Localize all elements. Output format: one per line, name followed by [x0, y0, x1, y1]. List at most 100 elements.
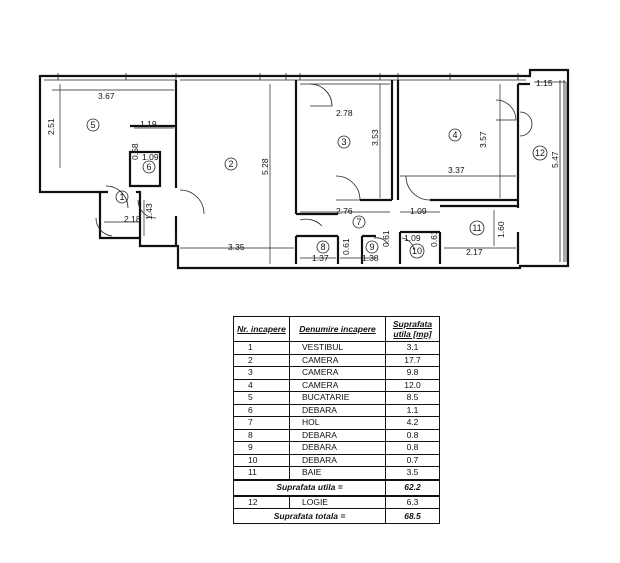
cell-name: VESTIBUL	[289, 341, 386, 355]
cell-area: 17.7	[385, 353, 440, 367]
dim-1.38: 1.38	[362, 253, 379, 263]
loggia-row: 12 LOGIE 6.3	[233, 494, 440, 509]
dimension-lines	[52, 81, 567, 264]
cell-nr: 5	[233, 391, 290, 405]
header-name: Denumire incapere	[289, 316, 386, 342]
cell-area: 9.8	[385, 366, 440, 380]
room-number-10: 10	[412, 246, 422, 256]
room-number-7: 7	[356, 217, 361, 227]
cell-area: 0.7	[385, 453, 440, 467]
interior-walls	[100, 80, 530, 264]
room-number-2: 2	[228, 159, 233, 169]
dim-1.09-debara6: 1.09	[142, 152, 159, 162]
cell-area: 3.5	[385, 466, 440, 480]
cell-name: BAIE	[289, 466, 386, 480]
dim-3.37: 3.37	[448, 165, 465, 175]
cell-nr: 9	[233, 441, 290, 455]
dim-0.61-debara9: 0.61	[381, 230, 391, 247]
cell-nr: 6	[233, 403, 290, 417]
cell-area: 0.8	[385, 441, 440, 455]
room-number-6: 6	[146, 162, 151, 172]
cell-name: DEBARA	[289, 441, 386, 455]
cell-nr: 8	[233, 428, 290, 442]
table-header-row: Nr. incapere Denumire incapere Suprafata…	[233, 316, 440, 342]
cell-name: DEBARA	[289, 428, 386, 442]
header-nr: Nr. incapere	[233, 316, 290, 342]
grand-total-value: 68.5	[385, 508, 440, 524]
door-swings	[95, 83, 533, 251]
dim-1.60: 1.60	[496, 221, 506, 238]
room-number-4: 4	[452, 130, 457, 140]
cell-nr: 12	[233, 494, 290, 509]
cell-name: BUCATARIE	[289, 391, 386, 405]
dim-3.57: 3.57	[478, 131, 488, 148]
dim-5.28: 5.28	[260, 158, 270, 175]
dim-2.18: 2.18	[124, 214, 141, 224]
cell-area: 3.1	[385, 341, 440, 355]
grand-total-label: Suprafata totala =	[233, 508, 386, 524]
dimension-labels: 3.67 2.51 1.19 1.09 0.58 5.28 2.78 3.53 …	[46, 78, 560, 263]
room-number-3: 3	[341, 137, 346, 147]
cell-name: DEBARA	[289, 453, 386, 467]
grand-total-row: Suprafata totala = 68.5	[233, 508, 440, 524]
header-area: Suprafata utila [mp]	[385, 316, 440, 342]
cell-area: 12.0	[385, 378, 440, 392]
dim-0.58: 0.58	[130, 143, 140, 160]
room-number-11: 11	[472, 223, 481, 233]
dim-1.15: 1.15	[536, 78, 553, 88]
cell-name: CAMERA	[289, 366, 386, 380]
dim-3.67: 3.67	[98, 91, 115, 101]
cell-area: 4.2	[385, 416, 440, 430]
cell-nr: 7	[233, 416, 290, 430]
dim-5.47: 5.47	[550, 151, 560, 168]
dim-2.51: 2.51	[46, 118, 56, 135]
cell-nr: 1	[233, 341, 290, 355]
dim-3.53: 3.53	[370, 129, 380, 146]
cell-area: 8.5	[385, 391, 440, 405]
cell-nr: 11	[233, 466, 290, 480]
room-number-5: 5	[90, 120, 95, 130]
dim-2.76: 2.76	[336, 206, 353, 216]
dim-3.35: 3.35	[228, 242, 245, 252]
cell-name: LOGIE	[289, 494, 386, 509]
room-number-8: 8	[320, 242, 325, 252]
cell-area: 0.8	[385, 428, 440, 442]
cell-nr: 3	[233, 366, 290, 380]
dim-1.43: 1.43	[144, 203, 154, 220]
dim-0.61-debara10: 0.61	[429, 230, 439, 247]
cell-name: CAMERA	[289, 353, 386, 367]
dim-2.78: 2.78	[336, 108, 353, 118]
room-area-table: Nr. incapere Denumire incapere Suprafata…	[233, 316, 440, 524]
cell-area: 6.3	[385, 494, 440, 509]
useful-total-label: Suprafata utila =	[233, 478, 386, 496]
cell-nr: 4	[233, 378, 290, 392]
cell-name: CAMERA	[289, 378, 386, 392]
useful-total-row: Suprafata utila = 62.2	[233, 478, 440, 496]
dim-1.19: 1.19	[140, 119, 157, 129]
outer-walls	[38, 68, 570, 270]
room-markers: 1 2 3 4 5 6 7 8 9 10 11 12	[86, 118, 548, 259]
dim-0.61-debara8: 0.61	[341, 238, 351, 255]
room-number-1: 1	[119, 192, 124, 202]
dim-1.09-debara10: 1.09	[404, 233, 421, 243]
cell-name: HOL	[289, 416, 386, 430]
room-number-9: 9	[369, 242, 374, 252]
cell-area: 1.1	[385, 403, 440, 417]
dim-1.09-hall: 1.09	[410, 206, 427, 216]
cell-name: DEBARA	[289, 403, 386, 417]
useful-total-value: 62.2	[385, 478, 440, 496]
floor-plan: 3.67 2.51 1.19 1.09 0.58 5.28 2.78 3.53 …	[38, 68, 570, 270]
room-number-12: 12	[535, 148, 545, 158]
cell-nr: 2	[233, 353, 290, 367]
